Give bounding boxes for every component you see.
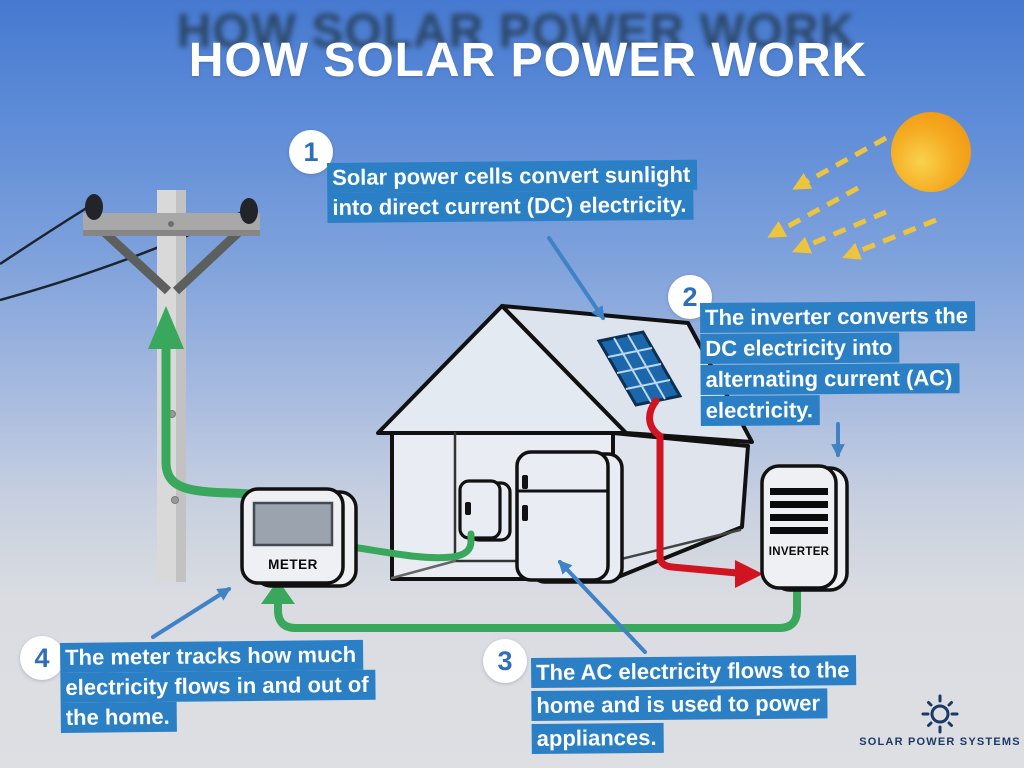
- sun-rays: [767, 135, 937, 260]
- step-2-text-line: electricity.: [700, 395, 821, 426]
- step-2-text-line: DC electricity into: [700, 332, 900, 364]
- fridge-handle: [522, 505, 528, 521]
- dc-cable: [646, 397, 763, 588]
- brand-logo: SOLAR POWER SYSTEMS: [858, 694, 1022, 748]
- wall-control-box: [458, 479, 512, 542]
- grid-cable: [148, 306, 261, 500]
- annotation-arrow-3: [558, 560, 647, 654]
- step-1-text-line: into direct current (DC) electricity.: [327, 189, 694, 223]
- step-3-text-line: appliances.: [531, 722, 664, 754]
- step-4-text-line: electricity flows in and out of: [60, 669, 376, 703]
- page-title: HOW SOLAR POWER WORK: [188, 34, 868, 87]
- inverter-label: INVERTER: [769, 546, 830, 558]
- fridge-handle: [522, 475, 528, 489]
- solar-panel: [596, 330, 683, 407]
- power-wire: [0, 202, 94, 266]
- step-4-text-line: the home.: [60, 701, 177, 733]
- sun-ray: [792, 209, 887, 254]
- title-shadow: HOW SOLAR POWER WORK: [176, 5, 856, 58]
- step-1-badge: 1: [289, 130, 333, 174]
- meter: METER: [240, 487, 358, 588]
- step-3-text-line: The AC electricity flows to the: [531, 655, 857, 688]
- up-arrowhead: [148, 306, 184, 349]
- sun-ray: [792, 135, 888, 190]
- step-4-text-line: The meter tracks how much: [60, 639, 364, 673]
- insulator: [85, 194, 103, 220]
- power-pole: [83, 190, 260, 582]
- logo-text: SOLAR POWER SYSTEMS: [859, 736, 1021, 748]
- step-2-text-line: The inverter converts the: [700, 301, 976, 333]
- sun: [891, 112, 971, 192]
- step-1-text-line: Solar power cells convert sunlight: [327, 159, 698, 193]
- logo-sun-icon: [921, 694, 959, 734]
- meter-house-cable: [342, 530, 475, 562]
- meter-label: METER: [268, 557, 318, 572]
- step-3-badge: 3: [483, 639, 527, 683]
- step-3-text-line: home and is used to power: [531, 688, 828, 721]
- annotation-arrows: [151, 236, 845, 654]
- step-2-text-line: alternating current (AC): [700, 363, 960, 395]
- sun-ray: [841, 217, 937, 260]
- meter-screen: [252, 501, 334, 547]
- annotation-arrow-1: [547, 236, 605, 321]
- up-arrowhead: [261, 580, 295, 604]
- inverter: INVERTER: [760, 464, 849, 592]
- step-4-badge: 4: [20, 636, 64, 680]
- annotation-arrow-4: [151, 587, 232, 639]
- refrigerator: [515, 450, 624, 584]
- insulator: [240, 198, 258, 224]
- sun-ray: [767, 185, 860, 238]
- dc-arrowhead: [735, 560, 763, 588]
- ac-cable-to-meter: [261, 580, 801, 632]
